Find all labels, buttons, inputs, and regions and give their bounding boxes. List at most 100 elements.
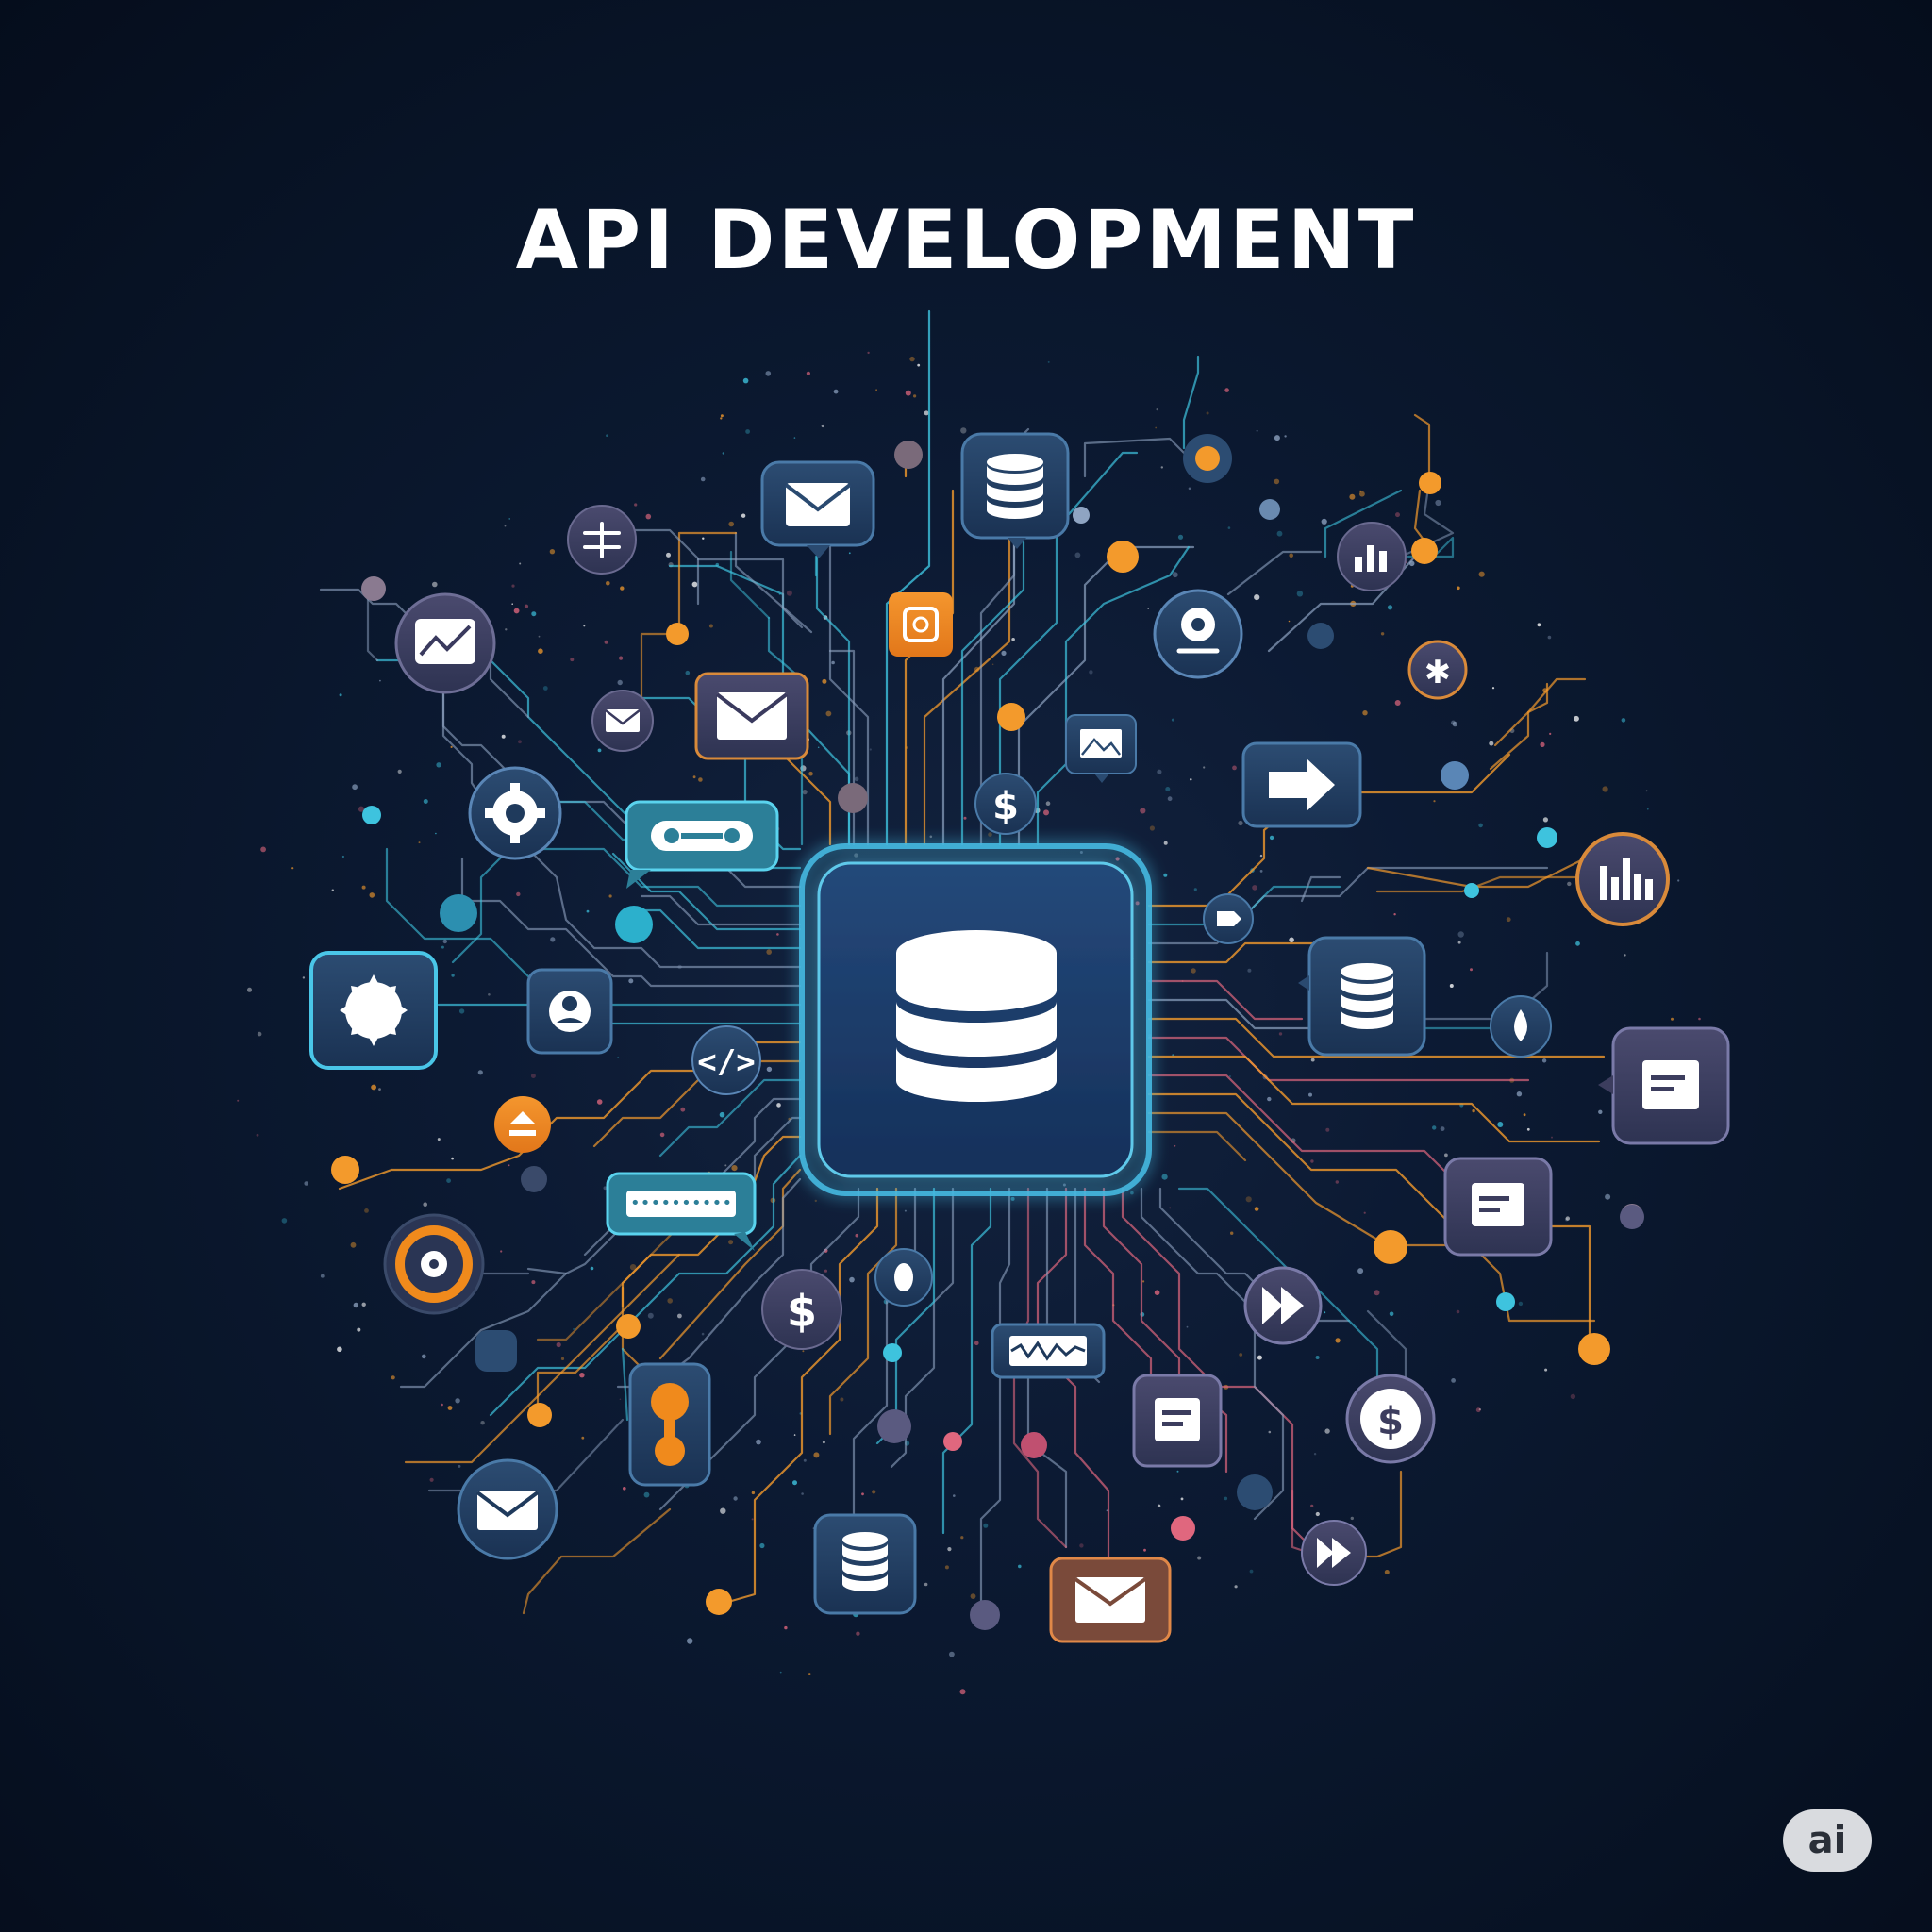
svg-text:••••••••••: •••••••••• [630,1193,732,1213]
particle [1357,1268,1364,1274]
particle [821,424,824,428]
particle [875,389,877,391]
particle [1315,1356,1320,1359]
particle [432,581,438,588]
particle [1130,1191,1134,1195]
particle [1523,1113,1526,1117]
particle [1359,490,1362,492]
particle [1174,1144,1176,1147]
code-node: </> [691,1025,761,1095]
particle [1449,984,1454,988]
particle [1440,1126,1445,1131]
particle [1254,1207,1259,1211]
document-icon [1155,1398,1200,1441]
tag-icon [1217,911,1241,926]
endpoint-dot [970,1600,1000,1630]
dollar-node-bottom: $ [761,1269,842,1350]
particle [1197,1556,1202,1560]
particle [1045,801,1051,806]
particle [1259,854,1263,858]
location-node [1153,589,1243,679]
particle [988,832,992,837]
particle [1256,429,1258,432]
particle [1380,632,1385,636]
document-node-mid [1443,1157,1553,1257]
particle [983,1523,989,1528]
particle [1274,478,1280,485]
particle [1172,572,1178,578]
particle [1203,766,1206,769]
particle [1010,1196,1015,1201]
particle [742,377,749,384]
endpoint-dot [1107,541,1139,573]
particle [304,1181,309,1186]
particle [423,1202,428,1207]
particle [1335,1180,1340,1184]
document-node-bottom [1132,1374,1223,1468]
play-node-bottom [1301,1520,1367,1586]
endpoint-dot [1537,827,1557,848]
particle [861,1492,864,1496]
endpoint-dot [527,1403,552,1427]
particle [1432,1125,1437,1130]
arrow-node [1241,741,1362,828]
particle [1232,765,1237,771]
particle [628,978,634,984]
particle [766,949,772,955]
endpoint-dot [1620,1205,1644,1229]
particle [560,1357,565,1360]
particle [1163,873,1168,877]
particle [1228,1075,1231,1077]
document-icon [1642,1060,1699,1109]
particle [1359,491,1365,497]
particle [1324,1311,1326,1314]
particle [963,816,967,820]
particle [441,945,444,949]
particle [1172,1054,1174,1057]
particle [1193,888,1197,891]
particle [731,1165,738,1172]
particle [733,1496,738,1501]
particle [435,832,437,835]
particle [436,762,441,768]
mail-node-left [694,672,809,760]
particle [822,678,827,684]
particle [751,1518,754,1521]
particle [1143,1548,1146,1552]
particle [1310,1159,1314,1163]
particle [1161,1174,1168,1180]
particle [1288,620,1291,623]
particle [1062,1183,1066,1187]
particle [538,635,541,638]
particle [720,414,724,418]
particle [667,1298,673,1304]
particle [1646,808,1649,810]
particle [596,1099,603,1105]
particle [581,1436,585,1440]
endpoint-dot [362,806,381,824]
particle [603,1186,608,1191]
particle [1516,1091,1523,1097]
gear-node-left [468,766,562,860]
particle [856,1631,860,1636]
particle [1115,857,1120,861]
particle [1160,466,1164,469]
particle [1188,487,1191,491]
particle [361,885,366,890]
particle [840,1397,844,1402]
particle [1247,968,1252,973]
image-icon [1080,729,1122,758]
particle [855,1233,859,1238]
particle [570,658,575,662]
location-icon [1176,608,1220,654]
particle [1565,1216,1571,1221]
particle [1176,1470,1179,1473]
particle [848,552,851,555]
mail-icon [1074,1577,1147,1623]
pin-node [1203,893,1254,944]
particle [1089,670,1093,675]
particle [1259,870,1263,873]
fast-forward-icon [1317,1538,1351,1568]
particle [352,784,358,791]
particle [331,889,334,891]
